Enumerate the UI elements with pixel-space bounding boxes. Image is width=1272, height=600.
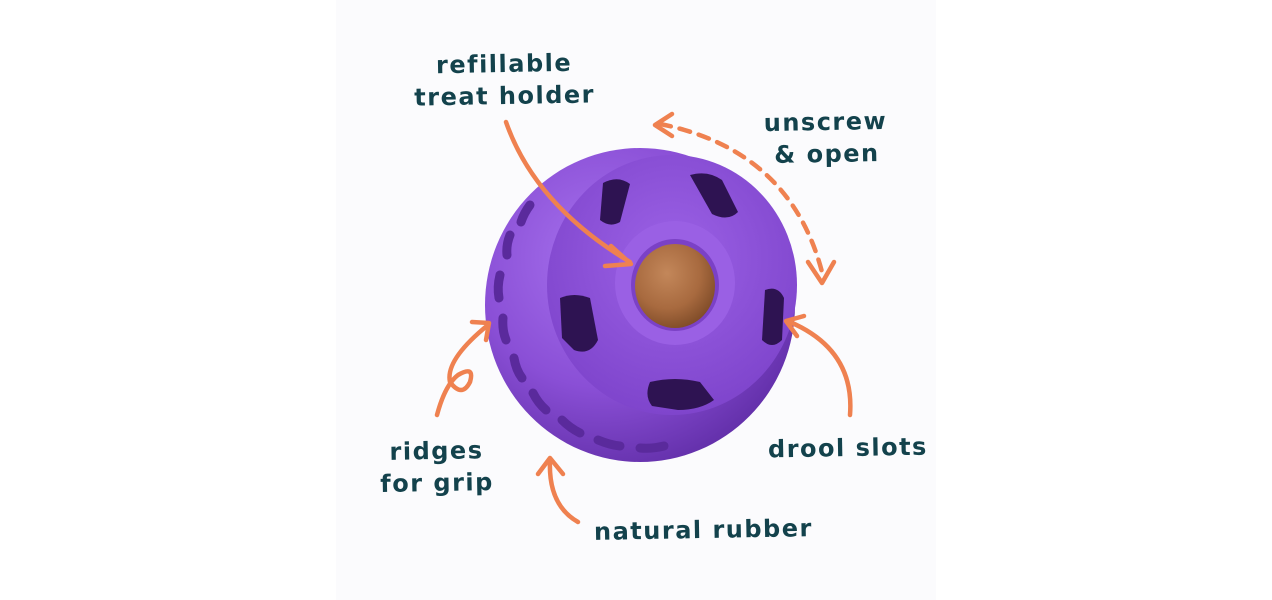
drool-slots-label: drool slots	[767, 432, 929, 464]
unscrew-line-1: unscrew	[763, 106, 888, 138]
grip-ridges	[493, 200, 669, 453]
ridges-label: ridges for grip	[379, 434, 494, 500]
drool-slot-holes	[560, 173, 784, 410]
treat-holder-arrowhead	[602, 243, 634, 269]
ridges-line-2: for grip	[380, 468, 495, 498]
toy-ball	[485, 148, 797, 462]
ridges-line-1: ridges	[389, 436, 484, 466]
drool-slots-arrow	[787, 319, 853, 418]
treat-holder-arrow	[503, 119, 633, 265]
ridges-arrow	[434, 322, 491, 418]
unscrew-arrowhead-end	[805, 259, 837, 286]
treat-holder-label: refillable treat holder	[413, 46, 595, 113]
unscrew-arrow	[657, 121, 825, 275]
unscrew-arrowhead-start	[652, 111, 675, 139]
unscrew-label: unscrew & open	[763, 105, 888, 171]
natural-rubber-arrowhead	[535, 455, 566, 477]
unscrew-line-2: & open	[774, 139, 880, 169]
ridges-arrowhead	[469, 319, 492, 343]
treat-holder-line-2: treat holder	[414, 80, 596, 112]
natural-rubber-arrow	[547, 457, 581, 525]
treat	[635, 244, 715, 328]
treat-holder-line-1: refillable	[435, 48, 573, 80]
natural-rubber-label: natural rubber	[593, 514, 814, 546]
annotation-arrows	[434, 111, 853, 525]
drool-slots-arrowhead	[783, 313, 807, 339]
